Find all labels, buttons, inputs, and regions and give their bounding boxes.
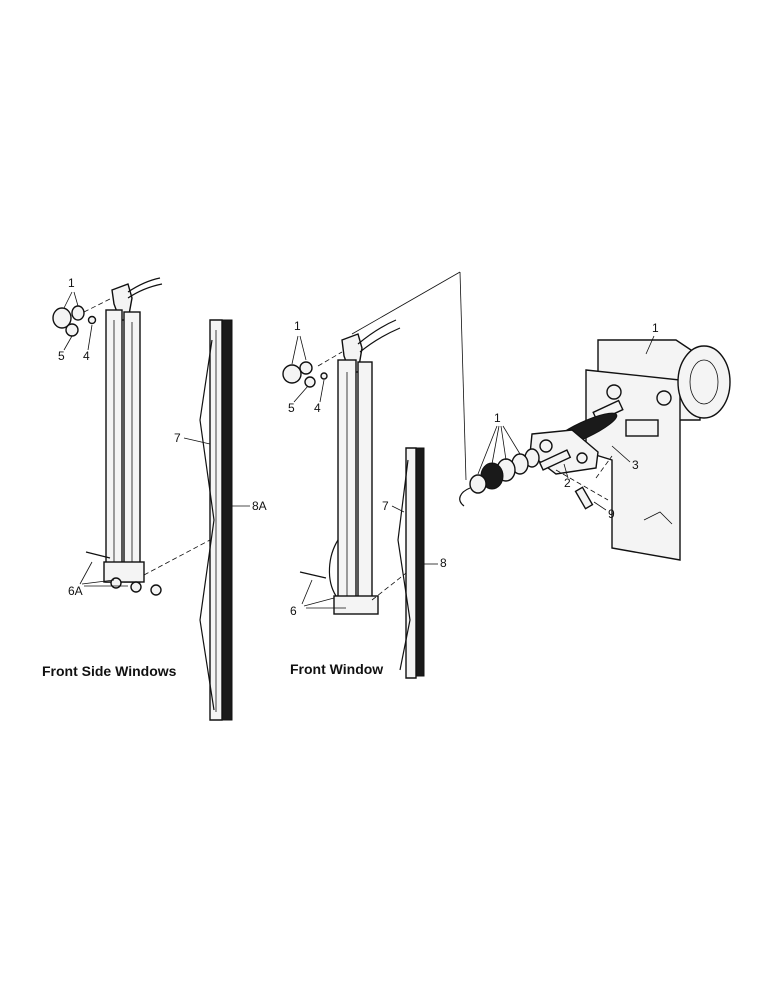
callout-5-left: 5: [58, 349, 65, 363]
callout-7-left: 7: [174, 431, 181, 445]
caption-front-side-windows: Front Side Windows: [42, 663, 177, 679]
callout-2: 2: [564, 476, 571, 490]
front-side-wiper-assembly: 1 5 4 7 8A 6A Front Side Windows: [42, 276, 267, 721]
callout-4-middle: 4: [314, 401, 321, 415]
caption-front-window: Front Window: [290, 661, 383, 677]
left-callouts: 1 5 4 7 8A 6A: [58, 276, 267, 598]
callout-1-left: 1: [68, 276, 75, 290]
front-wiper-assembly: 1 5 4 7 8 6 Front Window: [282, 271, 467, 679]
callout-6a-left: 6A: [68, 584, 83, 598]
middle-callouts: 1 5 4 7 8 6: [288, 319, 447, 618]
callout-7-middle: 7: [382, 499, 389, 513]
callout-4-left: 4: [83, 349, 90, 363]
callout-3: 3: [632, 458, 639, 472]
callout-5-middle: 5: [288, 401, 295, 415]
wiper-motor-assembly: 1 1 2 3 9: [459, 321, 731, 561]
middle-wiper-arm: [299, 271, 467, 615]
callout-1-motor: 1: [652, 321, 659, 335]
left-cap-nut-parts: [52, 297, 113, 337]
middle-cap-nut-parts: [282, 351, 343, 388]
callout-1-kit: 1: [494, 411, 501, 425]
motor-callouts: 1 1 2 3 9: [477, 321, 659, 521]
middle-wiper-blade: [397, 447, 425, 679]
callout-1-middle: 1: [294, 319, 301, 333]
callout-8a-left: 8A: [252, 499, 267, 513]
left-wiper-arm: [85, 277, 211, 596]
left-wiper-blade: [199, 319, 233, 721]
mounting-kit: [459, 448, 613, 510]
callout-9: 9: [608, 507, 615, 521]
callout-8-middle: 8: [440, 556, 447, 570]
wiper-motor: [585, 339, 731, 561]
callout-6-middle: 6: [290, 604, 297, 618]
